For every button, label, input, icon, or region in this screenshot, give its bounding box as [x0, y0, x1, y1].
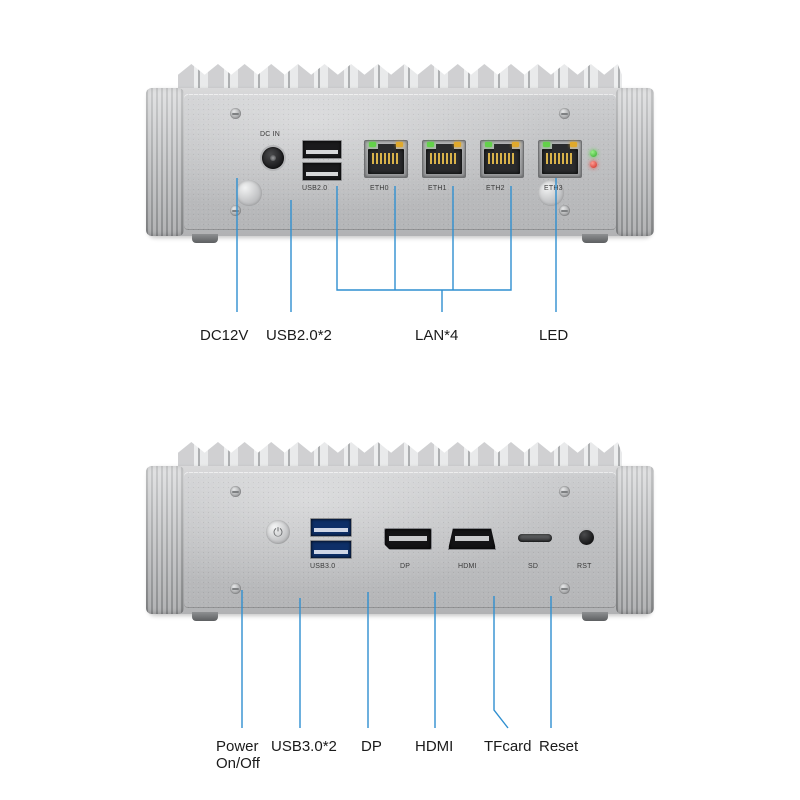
callout-usb3: USB3.0*2: [271, 738, 337, 755]
port-label-sd: SD: [528, 563, 539, 570]
rj45-port-eth1[interactable]: [422, 140, 466, 178]
callout-reset: Reset: [539, 738, 579, 755]
tf-card-slot[interactable]: [518, 534, 552, 542]
heatsink-fins-left: [146, 88, 184, 236]
screw-bottom-right-2: [559, 583, 570, 594]
callout-dc12v: DC12V: [200, 327, 249, 344]
hdmi-port[interactable]: [448, 528, 496, 550]
power-button[interactable]: ⏻: [266, 520, 290, 544]
usb2-port-top[interactable]: [302, 140, 342, 159]
eth2-led-green: [485, 142, 492, 147]
port-label-eth3: ETH3: [544, 185, 563, 192]
eth3-led-green: [543, 142, 550, 147]
rj45-port-eth3[interactable]: [538, 140, 582, 178]
eth1-led-green: [427, 142, 434, 147]
usb2-port-bottom[interactable]: [302, 162, 342, 181]
foot-left-2: [192, 612, 218, 621]
screw-bottom-left-2: [230, 583, 241, 594]
heatsink-fins-right: [616, 88, 654, 236]
heatsink-fins-right-2: [616, 466, 654, 614]
usb3-port-bottom[interactable]: [310, 540, 352, 559]
screw-top-left-2: [230, 486, 241, 497]
heatsink-fins-left-2: [146, 466, 184, 614]
antenna-hole-right: [538, 180, 564, 206]
callout-hdmi: HDMI: [415, 738, 454, 755]
rear-panel-device: DC IN USB2.0 ETH0 ETH1: [146, 64, 654, 243]
power-icon: ⏻: [273, 524, 283, 539]
port-label-dp: DP: [400, 563, 411, 570]
port-label-eth1: ETH1: [428, 185, 447, 192]
callout-power-line1: Power: [216, 738, 259, 755]
rear-faceplate: DC IN USB2.0 ETH0 ETH1: [184, 94, 616, 230]
foot-right: [582, 234, 608, 243]
front-panel-device: ⏻ USB3.0 DP HDMI SD RST: [146, 442, 654, 621]
foot-right-2: [582, 612, 608, 621]
port-label-eth0: ETH0: [370, 185, 389, 192]
screw-bottom-left: [230, 205, 241, 216]
rj45-port-eth2[interactable]: [480, 140, 524, 178]
antenna-hole-left: [236, 180, 262, 206]
callout-power-line2: On/Off: [216, 755, 260, 772]
callout-usb2: USB2.0*2: [266, 327, 332, 344]
callout-led: LED: [539, 327, 569, 344]
status-led-red: [590, 161, 597, 168]
callout-dp: DP: [361, 738, 382, 755]
screw-bottom-right: [559, 205, 570, 216]
screw-top-right: [559, 108, 570, 119]
usb3-port-top[interactable]: [310, 518, 352, 537]
eth1-led-amber: [454, 142, 461, 147]
callout-power: Power On/Off: [216, 738, 260, 772]
eth2-led-amber: [512, 142, 519, 147]
port-label-hdmi: HDMI: [458, 563, 477, 570]
displayport-port[interactable]: [384, 528, 432, 550]
port-label-dc-in: DC IN: [260, 131, 281, 138]
callout-lan: LAN*4: [415, 327, 459, 344]
front-faceplate: ⏻ USB3.0 DP HDMI SD RST: [184, 472, 616, 608]
screw-top-left: [230, 108, 241, 119]
callout-tfcard: TFcard: [484, 738, 532, 755]
port-label-rst: RST: [577, 563, 592, 570]
leader-tfcard: [493, 596, 509, 729]
eth0-led-green: [369, 142, 376, 147]
screw-top-right-2: [559, 486, 570, 497]
port-label-eth2: ETH2: [486, 185, 505, 192]
eth3-led-amber: [570, 142, 577, 147]
status-led-green: [590, 150, 597, 157]
port-label-usb20: USB2.0: [302, 185, 328, 192]
dc-in-jack[interactable]: [262, 147, 284, 169]
rj45-port-eth0[interactable]: [364, 140, 408, 178]
eth0-led-amber: [396, 142, 403, 147]
reset-button[interactable]: [579, 530, 594, 545]
port-label-usb30: USB3.0: [310, 563, 336, 570]
foot-left: [192, 234, 218, 243]
